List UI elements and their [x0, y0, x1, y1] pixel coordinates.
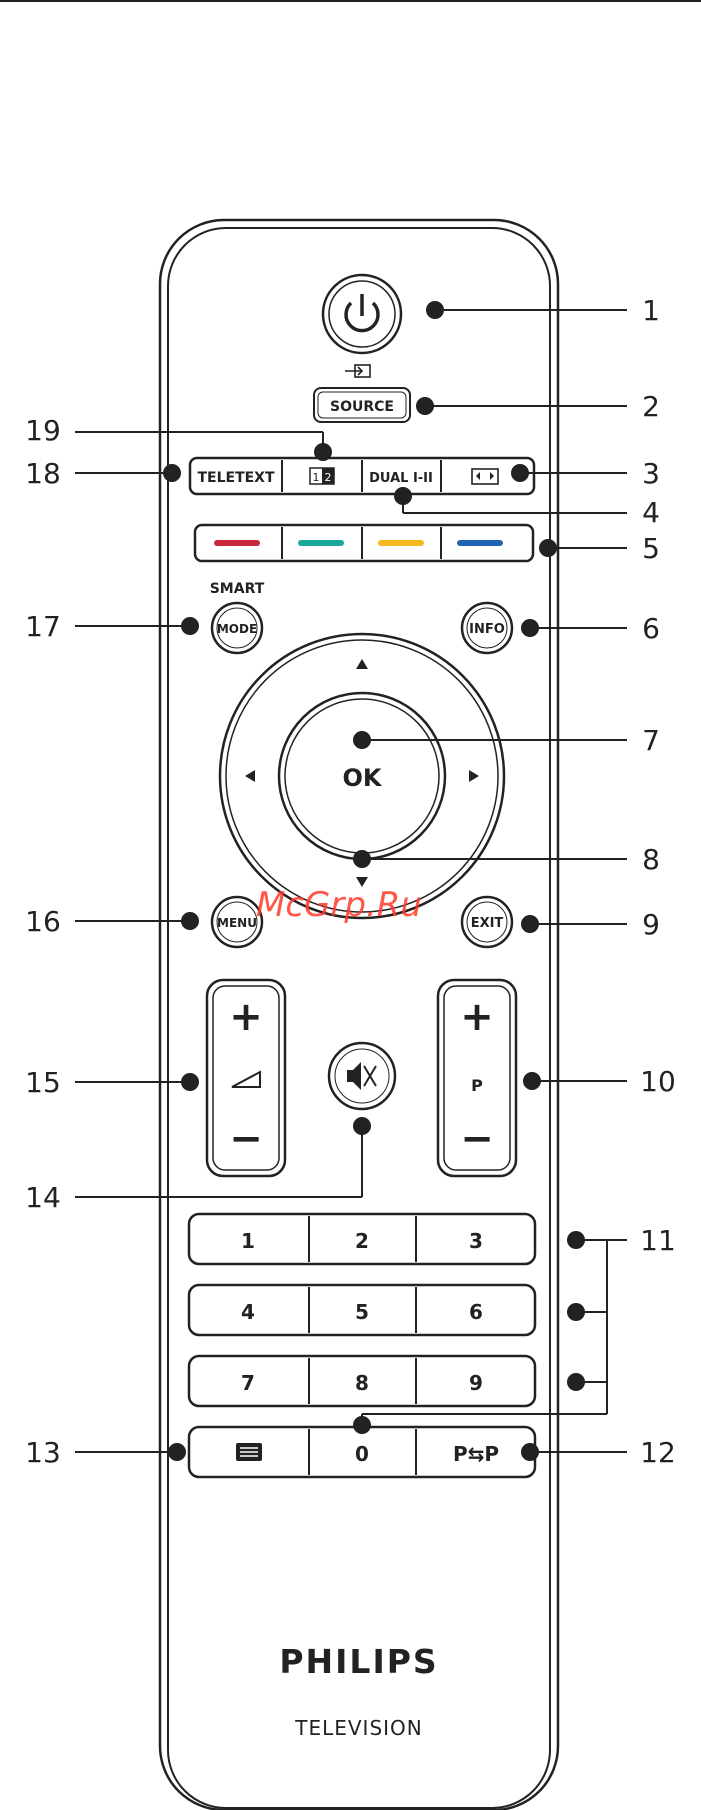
key-5[interactable]: 5 [355, 1300, 369, 1324]
power-button[interactable] [323, 275, 401, 353]
info-label: INFO [469, 622, 505, 637]
menu-label: MENU [217, 916, 257, 930]
callout-16: 16 [25, 905, 61, 938]
callout-2: 2 [642, 390, 660, 423]
brand-logo: PHILIPS [279, 1642, 438, 1681]
source-input-icon [345, 365, 370, 377]
callout-9: 9 [642, 908, 660, 941]
brand-subtitle: TELEVISION [294, 1716, 423, 1740]
volume-rocker[interactable]: + − [207, 980, 285, 1176]
teletext-button[interactable]: TELETEXT [197, 470, 275, 486]
watermark: McGrp.Ru [256, 885, 422, 925]
key-3[interactable]: 3 [469, 1229, 483, 1253]
smart-mode-button[interactable]: MODE [212, 603, 262, 653]
volume-up-label: + [229, 994, 263, 1040]
menu-button[interactable]: MENU [212, 897, 262, 947]
blue-button[interactable] [457, 540, 503, 546]
key-1[interactable]: 1 [241, 1229, 255, 1253]
callout-13: 13 [25, 1436, 61, 1469]
exit-button[interactable]: EXIT [462, 897, 512, 947]
callout-12: 12 [640, 1436, 676, 1469]
callout-7: 7 [642, 724, 660, 757]
ok-button[interactable]: OK [279, 693, 445, 859]
callout-18: 18 [25, 457, 61, 490]
info-button[interactable]: INFO [462, 603, 512, 653]
svg-text:2: 2 [325, 471, 332, 484]
callout-6: 6 [642, 612, 660, 645]
exit-label: EXIT [471, 916, 504, 931]
key-6[interactable]: 6 [469, 1300, 483, 1324]
callout-3: 3 [642, 457, 660, 490]
key-8[interactable]: 8 [355, 1371, 369, 1395]
key-4[interactable]: 4 [241, 1300, 255, 1324]
dual-screen-icon: 1 2 [310, 468, 334, 484]
key-2[interactable]: 2 [355, 1229, 369, 1253]
callout-1: 1 [642, 294, 660, 327]
program-up-label: + [460, 994, 494, 1040]
key-7[interactable]: 7 [241, 1371, 255, 1395]
channel-list-button[interactable] [236, 1443, 262, 1461]
callout-15: 15 [25, 1066, 61, 1099]
previous-channel-button[interactable]: P⇆P [453, 1442, 499, 1466]
volume-down-label: − [229, 1116, 263, 1162]
callout-19: 19 [25, 414, 61, 447]
mute-button[interactable] [329, 1043, 395, 1109]
callout-10: 10 [640, 1065, 676, 1098]
source-button[interactable]: SOURCE [314, 388, 410, 422]
red-button[interactable] [214, 540, 260, 546]
callout-14: 14 [25, 1181, 61, 1214]
key-9[interactable]: 9 [469, 1371, 483, 1395]
dual-screen-button[interactable]: 1 2 [310, 468, 334, 484]
yellow-button[interactable] [378, 540, 424, 546]
list-icon [236, 1443, 262, 1461]
ok-label: OK [343, 764, 383, 792]
dual-button[interactable]: DUAL I-II [369, 471, 433, 486]
callout-17: 17 [25, 610, 61, 643]
callout-5: 5 [642, 532, 660, 565]
callout-8: 8 [642, 843, 660, 876]
smart-label: SMART [210, 581, 265, 597]
svg-text:1: 1 [313, 471, 320, 484]
program-label: P [471, 1076, 483, 1095]
callout-11: 11 [640, 1224, 676, 1257]
green-button[interactable] [298, 540, 344, 546]
mode-label: MODE [217, 622, 257, 636]
callout-4: 4 [642, 496, 660, 529]
key-0[interactable]: 0 [355, 1442, 369, 1466]
source-label: SOURCE [330, 399, 394, 415]
program-rocker[interactable]: + P − [438, 980, 516, 1176]
program-down-label: − [460, 1116, 494, 1162]
